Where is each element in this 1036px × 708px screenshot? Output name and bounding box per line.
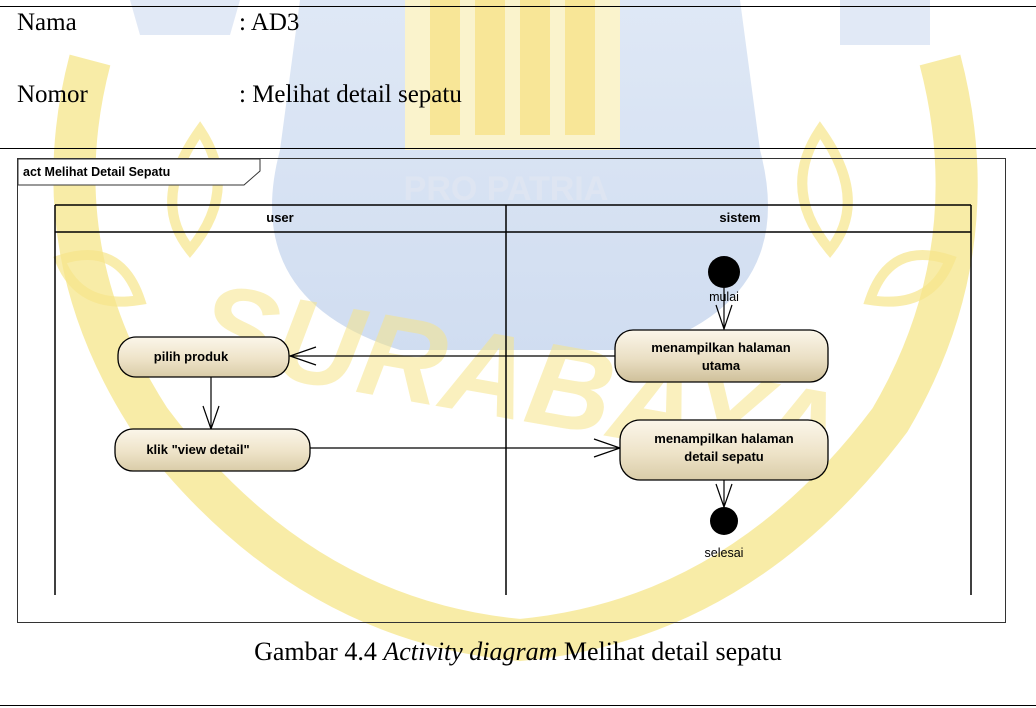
action-klik-view-detail-label: klik "view detail" (146, 442, 249, 457)
lane-header-user: user (266, 210, 293, 225)
nomor-label: Nomor (17, 81, 88, 108)
action-pilih-produk: pilih produk (117, 336, 290, 378)
flow-halaman-utama-to-pilih-produk (288, 346, 615, 366)
action-klik-view-detail: klik "view detail" (114, 428, 311, 472)
nama-label: Nama (17, 9, 77, 36)
header-divider (0, 148, 1036, 149)
action-halaman-utama-line2: utama (702, 358, 741, 373)
action-menampilkan-halaman-utama: menampilkan halaman utama (614, 329, 829, 383)
action-halaman-utama-line1: menampilkan halaman (651, 340, 790, 355)
final-node (710, 507, 738, 535)
top-border (0, 6, 1036, 7)
activity-diagram: act Melihat Detail Sepatu user sistem mu… (18, 159, 972, 595)
action-menampilkan-halaman-detail-sepatu: menampilkan halaman detail sepatu (619, 419, 829, 481)
figure-caption: Gambar 4.4 Activity diagram Melihat deta… (0, 636, 1036, 668)
action-detail-sepatu-line1: menampilkan halaman (654, 431, 793, 446)
caption-suffix: Melihat detail sepatu (557, 637, 782, 666)
nama-value: : AD3 (239, 9, 300, 36)
initial-node (708, 256, 740, 288)
final-node-label: selesai (705, 546, 744, 560)
action-pilih-produk-label: pilih produk (154, 349, 229, 364)
caption-italic: Activity diagram (383, 637, 558, 666)
flow-pilih-produk-to-klik-view-detail (202, 377, 220, 431)
bottom-border (0, 705, 1036, 706)
nomor-value: : Melihat detail sepatu (239, 81, 462, 108)
activity-diagram-frame: act Melihat Detail Sepatu user sistem mu… (17, 158, 1006, 623)
flow-start-to-halaman-utama (715, 288, 733, 331)
flow-klik-view-detail-to-detail-sepatu (310, 438, 622, 458)
action-detail-sepatu-line2: detail sepatu (684, 449, 764, 464)
lane-header-sistem: sistem (719, 210, 760, 225)
flow-detail-sepatu-to-end (715, 480, 733, 509)
frame-title-tab (18, 159, 261, 186)
swimlanes (54, 204, 972, 595)
caption-prefix: Gambar 4.4 (254, 637, 384, 666)
frame-title: act Melihat Detail Sepatu (23, 165, 170, 179)
